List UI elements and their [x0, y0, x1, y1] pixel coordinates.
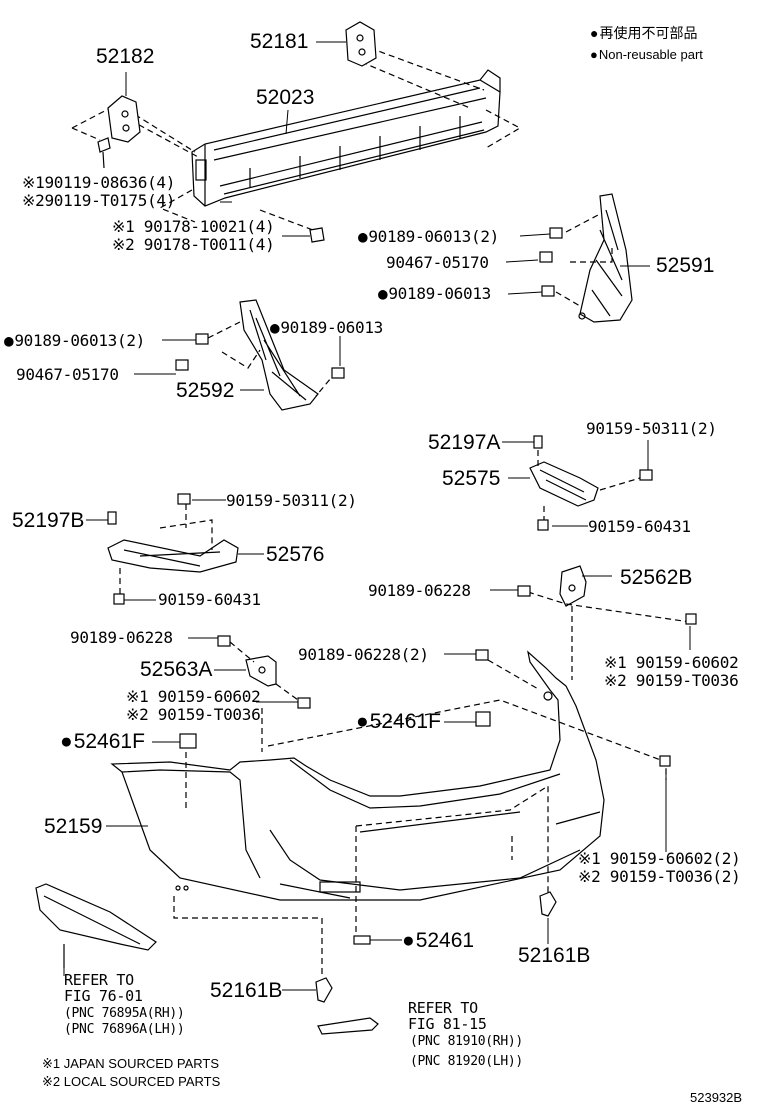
label-90159-60602-b: ※1 90159-60602: [604, 653, 739, 672]
bracket-right-dash: [527, 591, 691, 680]
label-90119-t0175: ※290119-T0175(4): [22, 191, 176, 210]
support-right-dash: [537, 450, 641, 520]
reflector-81910: [317, 1017, 379, 1035]
label-52161B-right: 52161B: [518, 944, 591, 967]
label-90189-06228-left: 90189-06228: [70, 628, 173, 647]
refer-76-pnc-rh: (PNC 76895A(RH)): [64, 1006, 185, 1021]
clips-left: [175, 333, 345, 379]
label-90159-t0036-b: ※2 90159-T0036: [604, 671, 739, 690]
leader-lines: [63, 41, 691, 991]
label-90467-05170-right: 90467-05170: [386, 253, 489, 272]
label-52575: 52575: [442, 467, 501, 490]
label-90189-06228-right: 90189-06228: [368, 581, 471, 600]
legend-en: Non-reusable part: [590, 47, 703, 63]
retainer-52592: [239, 299, 319, 411]
reinforcement-52023: [191, 69, 501, 207]
refer-76-line1: REFER TO: [64, 971, 134, 989]
refer-76-pnc-lh: (PNC 76896A(LH)): [64, 1022, 185, 1037]
bumper-cover-52159: [110, 650, 605, 901]
refer-81-pnc-lh: (PNC 81920(LH)): [410, 1054, 523, 1069]
pads: [179, 585, 697, 945]
label-90467-05170-left: 90467-05170: [16, 365, 119, 384]
clips-52161B: [315, 891, 557, 1003]
bolt-90119: [97, 137, 111, 169]
label-90159-t0036-a: ※2 90159-T0036: [126, 705, 261, 724]
label-52023: 52023: [256, 86, 315, 109]
label-90178-t0011: ※2 90178-T0011(4): [112, 235, 275, 254]
label-52161B-left: 52161B: [210, 979, 283, 1002]
refer-81-line2: FIG 81-15: [408, 1015, 487, 1033]
label-52182: 52182: [96, 45, 155, 68]
footnote-japan: ※1 JAPAN SOURCED PARTS: [42, 1056, 220, 1071]
label-90189-06013-left: 90189-06013: [270, 319, 383, 337]
refer-81-line1: REFER TO: [408, 999, 478, 1017]
label-52591: 52591: [656, 254, 715, 277]
label-90189-06013-right: 90189-06013: [378, 285, 491, 303]
label-90159-60431-right: 90159-60431: [588, 517, 691, 536]
label-52461: 52461: [402, 930, 474, 952]
label-52562B: 52562B: [620, 566, 693, 589]
label-52197A: 52197A: [428, 431, 501, 454]
refer-81-pnc-rh: (PNC 81910(RH)): [410, 1034, 523, 1049]
label-90119-08636: ※190119-08636(4): [22, 173, 176, 192]
label-52563A: 52563A: [140, 658, 213, 681]
bracket-52181: [345, 21, 377, 67]
support-52576: [107, 493, 239, 605]
label-90159-60602-a: ※1 90159-60602: [126, 687, 261, 706]
clips-right: [539, 227, 563, 297]
label-90189-06013-2-right: 90189-06013(2): [358, 228, 499, 246]
refer-76-line2: FIG 76-01: [64, 987, 143, 1005]
support-52575: [529, 435, 653, 531]
label-52197B: 52197B: [12, 509, 85, 532]
bracket-left-dash: [229, 641, 299, 752]
label-90159-50311-right: 90159-50311(2): [586, 419, 717, 438]
label-90159-60602-c: ※1 90159-60602(2): [578, 849, 741, 868]
label-90178-10021: ※1 90178-10021(4): [112, 217, 275, 236]
label-52592: 52592: [176, 379, 235, 402]
label-52159: 52159: [44, 815, 103, 838]
retainer-52591: [578, 193, 633, 323]
label-52576: 52576: [266, 543, 325, 566]
nut-90178: [309, 227, 325, 243]
footnote-local: ※2 LOCAL SOURCED PARTS: [42, 1074, 221, 1089]
legend-jp: 再使用不可部品: [590, 25, 697, 41]
retainer-right-dash: [555, 213, 613, 307]
label-52461F-left: 52461F: [60, 731, 145, 753]
figure-id: 523932B: [690, 1090, 743, 1105]
label-90189-06013-2-left: 90189-06013(2): [4, 332, 145, 350]
bracket-52562B: [559, 565, 587, 607]
side-cover-76895: [35, 883, 157, 968]
label-90189-06228-2: 90189-06228(2): [298, 645, 429, 664]
label-52181: 52181: [250, 30, 309, 53]
label-52461F-center: 52461F: [356, 711, 441, 733]
label-90159-50311-left: 90159-50311(2): [226, 491, 357, 510]
label-90159-t0036-c: ※2 90159-T0036(2): [578, 867, 741, 886]
label-90159-60431-left: 90159-60431: [158, 590, 261, 609]
bracket-52182: [107, 95, 141, 143]
support-left-dash: [119, 504, 213, 594]
